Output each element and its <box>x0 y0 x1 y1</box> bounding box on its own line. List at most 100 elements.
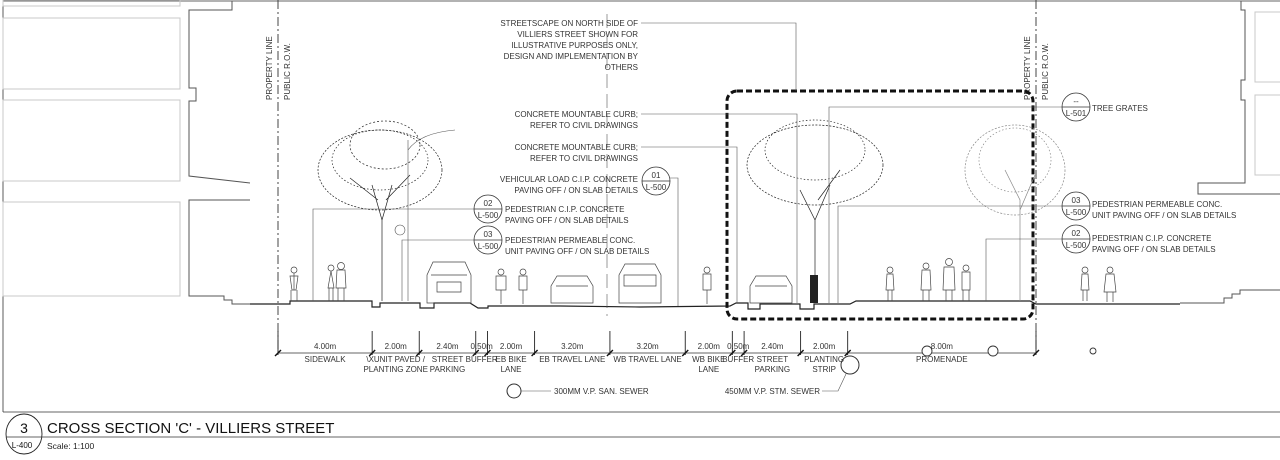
detail-tag[interactable]: 01 L-500 <box>641 166 671 196</box>
detail-tag[interactable]: -- L-501 <box>1061 92 1091 122</box>
dimension-tick <box>606 349 614 357</box>
dimension-tick <box>797 349 805 357</box>
building-facade-lower <box>188 199 250 305</box>
dimension-value: 2.40m <box>436 342 459 351</box>
svg-text:OTHERS: OTHERS <box>605 63 638 72</box>
cyclist <box>702 266 712 304</box>
highlight-region <box>725 89 1035 321</box>
dimension-label: PLANTING <box>804 355 844 364</box>
sedan <box>749 275 793 304</box>
leader-line <box>641 22 797 91</box>
dimension-tick <box>728 349 736 357</box>
dimension-tick <box>472 349 480 357</box>
utility-pipe <box>987 345 999 357</box>
leader-line <box>641 113 798 303</box>
svg-text:03: 03 <box>1072 196 1081 205</box>
dimension-label: BUFFER <box>466 355 498 364</box>
street-lamp-left <box>394 129 456 301</box>
dimension-label: EB TRAVEL LANE <box>539 355 605 364</box>
svg-text:L-500: L-500 <box>646 183 667 192</box>
grade-line <box>250 300 1180 310</box>
svg-text:03: 03 <box>484 230 493 239</box>
svg-text:450MM V.P. STM. SEWER: 450MM V.P. STM. SEWER <box>725 387 820 396</box>
dimension-label: LANE <box>501 365 522 374</box>
note-curb-1: CONCRETE MOUNTABLE CURB; REFER TO CIVIL … <box>515 110 798 303</box>
svg-text:L-501: L-501 <box>1066 109 1087 118</box>
dimension-tick <box>415 349 423 357</box>
pedestrian <box>1103 266 1117 302</box>
svg-text:L-500: L-500 <box>478 211 499 220</box>
svg-text:DESIGN AND IMPLEMENTATION BY: DESIGN AND IMPLEMENTATION BY <box>504 52 639 61</box>
vehicles <box>426 261 793 304</box>
sedan <box>550 275 594 304</box>
pedestrian <box>885 266 895 301</box>
leader-line <box>985 238 1062 301</box>
svg-text:300MM V.P. SAN. SEWER: 300MM V.P. SAN. SEWER <box>554 387 649 396</box>
dimension-label: PARKING <box>755 365 790 374</box>
cyclist <box>495 268 507 304</box>
building-window-band <box>1254 94 1280 176</box>
right-building <box>1180 1 1280 304</box>
svg-text:PEDESTRIAN C.I.P. CONCRETE: PEDESTRIAN C.I.P. CONCRETE <box>505 205 624 214</box>
building-window-band <box>2 0 181 7</box>
detail-tag[interactable]: 02 L-500 <box>473 194 503 224</box>
svg-text:REFER TO CIVIL DRAWINGS: REFER TO CIVIL DRAWINGS <box>530 121 638 130</box>
svg-text:ILLUSTRATIVE PURPOSES ONLY,: ILLUSTRATIVE PURPOSES ONLY, <box>511 41 638 50</box>
dimension-label: WB TRAVEL LANE <box>613 355 681 364</box>
leader-line <box>641 146 738 303</box>
pedestrian <box>327 264 335 301</box>
svg-text:PAVING OFF / ON SLAB DETAILS: PAVING OFF / ON SLAB DETAILS <box>514 186 638 195</box>
dimension-tick <box>368 349 376 357</box>
building-facade-right <box>1197 1 1280 195</box>
svg-text:TREE GRATES: TREE GRATES <box>1092 104 1148 113</box>
tree-pit <box>810 275 818 303</box>
dimension-value: 3.20m <box>636 342 659 351</box>
dimension-label: \XUNIT PAVED / <box>366 355 425 364</box>
dimension-label: EB BIKE <box>495 355 526 364</box>
leader-line <box>822 373 847 392</box>
svg-text:PAVING OFF / ON SLAB DETAILS: PAVING OFF / ON SLAB DETAILS <box>505 216 629 225</box>
detail-tag[interactable]: 02 L-500 <box>1061 224 1091 254</box>
svg-text:L-500: L-500 <box>478 242 499 251</box>
property-line-label: PROPERTY LINE <box>265 36 274 100</box>
detail-tag[interactable]: 03 L-500 <box>1061 191 1091 221</box>
public-row-label: PUBLIC R.O.W. <box>283 43 292 100</box>
tree-left <box>317 120 443 301</box>
cyclist <box>518 268 528 304</box>
dimension-label: WB BIKE <box>692 355 725 364</box>
dimension-tick <box>531 349 539 357</box>
note-north-side: STREETSCAPE ON NORTH SIDE OF VILLIERS ST… <box>500 19 797 91</box>
san-sewer-pipe <box>506 383 522 399</box>
san-sewer: 300MM V.P. SAN. SEWER <box>506 383 649 399</box>
dimension-value: 4.00m <box>314 342 337 351</box>
dimension-tick <box>844 349 852 357</box>
leader-line <box>401 239 474 301</box>
public-row-label: PUBLIC R.O.W. <box>1041 43 1050 100</box>
svg-text:L-500: L-500 <box>1066 241 1087 250</box>
dimension-label: LANE <box>698 365 719 374</box>
detail-tag[interactable]: 03 L-500 <box>473 225 503 255</box>
dimension-label: PARKING <box>430 365 465 374</box>
dimension-label: STRIP <box>812 365 836 374</box>
note-ped-perm-left: 03 L-500 PEDESTRIAN PERMEABLE CONC. UNIT… <box>401 225 649 301</box>
svg-text:02: 02 <box>484 199 493 208</box>
stm-sewer-pipe <box>840 355 860 375</box>
building-window-band <box>2 99 181 182</box>
leader-line <box>837 205 1062 303</box>
note-curb-2: CONCRETE MOUNTABLE CURB; REFER TO CIVIL … <box>515 143 738 303</box>
dimension-value: 2.00m <box>698 342 721 351</box>
cyclists <box>495 266 712 304</box>
pickup-truck <box>426 261 472 304</box>
svg-text:PAVING OFF / ON SLAB DETAILS: PAVING OFF / ON SLAB DETAILS <box>1092 245 1216 254</box>
detail-bubble <box>5 413 43 455</box>
svg-text:VEHICULAR LOAD C.I.P. CONCRETE: VEHICULAR LOAD C.I.P. CONCRETE <box>500 175 638 184</box>
dimension-value: 2.00m <box>385 342 408 351</box>
dimension-value: 2.00m <box>813 342 836 351</box>
dimension-tick <box>274 349 282 357</box>
note-ped-cip-left: 02 L-500 PEDESTRIAN C.I.P. CONCRETE PAVI… <box>312 194 629 301</box>
pedestrian <box>1080 266 1090 301</box>
svg-text:CONCRETE MOUNTABLE CURB;: CONCRETE MOUNTABLE CURB; <box>515 110 638 119</box>
dimension-tick <box>484 349 492 357</box>
detail-number: 3 <box>20 420 28 436</box>
